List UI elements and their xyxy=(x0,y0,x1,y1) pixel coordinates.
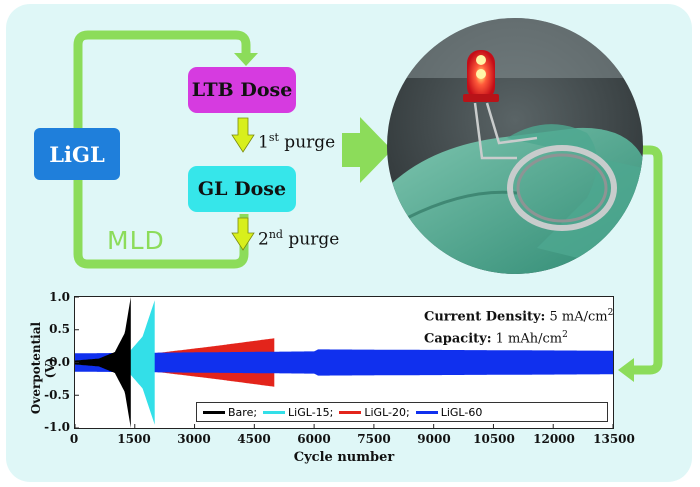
x-tick-label: 13500 xyxy=(593,432,635,446)
legend-item-ligl15: LiGL-15; xyxy=(263,406,333,419)
gl-dose-node: GL Dose xyxy=(188,166,296,212)
x-tick-label: 3000 xyxy=(177,432,211,446)
x-tick-label: 0 xyxy=(69,432,79,446)
legend-item-ligl20: LiGL-20; xyxy=(339,406,410,419)
x-tick-label: 6000 xyxy=(297,432,331,446)
legend-item-ligl60: LiGL-60 xyxy=(415,406,482,419)
series-ligl60 xyxy=(75,349,613,376)
mld-label: MLD xyxy=(107,226,165,255)
big-right-arrow-icon xyxy=(342,117,392,183)
loop-arrow-icon xyxy=(73,30,251,128)
y-tick-label: -1.0 xyxy=(44,420,70,434)
second-purge-label: 2nd purge xyxy=(258,228,340,250)
x-tick-label: 9000 xyxy=(417,432,451,446)
loop-arrowhead-icon xyxy=(234,53,258,66)
return-arrow-icon xyxy=(612,145,663,375)
purge-arrow-icon xyxy=(231,117,255,153)
first-purge-label: 1st purge xyxy=(258,131,336,153)
chart-legend: Bare; LiGL-15; LiGL-20; LiGL-60 xyxy=(196,402,608,422)
ltb-dose-node: LTB Dose xyxy=(188,67,296,113)
capacity-annotation: Capacity: 1 mAh/cm2 xyxy=(424,330,568,347)
x-tick-label: 10500 xyxy=(473,432,515,446)
y-tick-label: -0.5 xyxy=(44,388,70,402)
loop-arrow-bottom-icon xyxy=(73,180,249,269)
purge-arrow-2-icon xyxy=(231,217,255,251)
legend-swatch xyxy=(203,410,225,414)
x-tick-label: 12000 xyxy=(533,432,575,446)
legend-swatch xyxy=(415,410,438,414)
x-tick-label: 1500 xyxy=(117,432,151,446)
x-tick-label: 4500 xyxy=(237,432,271,446)
ligl-node: LiGL xyxy=(34,128,120,180)
legend-swatch xyxy=(263,410,286,414)
x-tick-label: 7500 xyxy=(357,432,391,446)
y-tick-label: 1.0 xyxy=(49,290,70,304)
legend-swatch xyxy=(339,410,362,414)
legend-item-bare: Bare; xyxy=(203,406,257,419)
return-arrowhead-icon xyxy=(618,358,634,382)
y-tick-label: 0.5 xyxy=(49,322,70,336)
series-bare xyxy=(75,297,131,428)
y-axis-label: Overpotential (V) xyxy=(29,321,57,415)
y-tick-label: 0.0 xyxy=(49,355,70,369)
current-density-annotation: Current Density: 5 mA/cm2 xyxy=(424,308,614,325)
x-axis-label: Cycle number xyxy=(293,450,395,465)
